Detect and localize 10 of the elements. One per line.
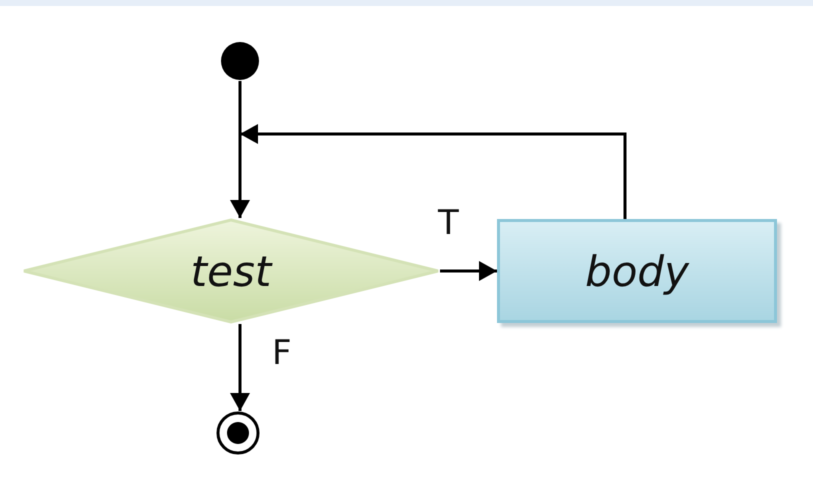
start-node xyxy=(220,41,260,81)
process-box xyxy=(497,219,777,323)
edge-label: F xyxy=(272,336,292,370)
node-label: body xyxy=(585,246,689,296)
node-label: test xyxy=(190,246,272,296)
end-node xyxy=(216,411,260,455)
arrow xyxy=(440,261,497,281)
edge-label: T xyxy=(438,206,459,240)
arrow xyxy=(238,124,626,219)
arrow xyxy=(230,324,250,411)
